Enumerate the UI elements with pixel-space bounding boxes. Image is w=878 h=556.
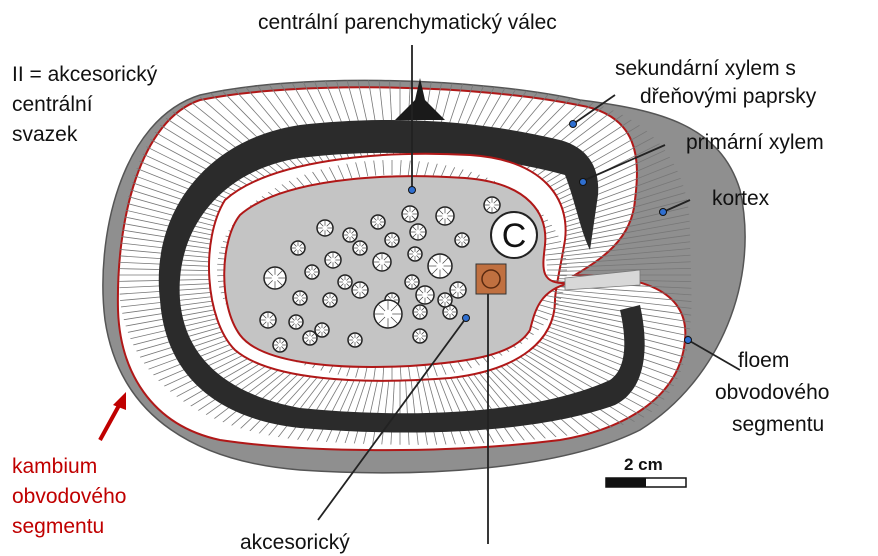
accessory-bundle <box>260 312 276 328</box>
scale-bar-fill <box>606 478 646 487</box>
accessory-bundle <box>273 338 287 352</box>
label-primary-xylem: primární xylem <box>686 130 824 156</box>
accessory-bundle <box>413 329 427 343</box>
accessory-bundle <box>408 247 422 261</box>
label-phloem-2: obvodového <box>715 380 829 406</box>
label-bottom-partial: akcesorický <box>240 530 350 556</box>
label-cambium-2: obvodového <box>12 484 126 510</box>
accessory-bundle <box>438 293 452 307</box>
accessory-bundle <box>305 265 319 279</box>
accessory-bundle <box>373 253 391 271</box>
label-accessory-bundle-3: svazek <box>12 122 77 148</box>
accessory-bundle <box>450 282 466 298</box>
label-central-cylinder: centrální parenchymatický válec <box>258 10 557 36</box>
accessory-bundle <box>317 220 333 236</box>
accessory-bundle <box>484 197 500 213</box>
label-phloem-3: segmentu <box>732 412 824 438</box>
highlight-marker <box>476 264 506 294</box>
accessory-bundle <box>293 291 307 305</box>
accessory-bundle <box>343 228 357 242</box>
label-accessory-bundle-1: II = akcesorický <box>12 62 157 88</box>
label-accessory-bundle-2: centrální <box>12 92 93 118</box>
cambium-arrow-head <box>113 392 126 410</box>
accessory-bundle <box>416 286 434 304</box>
accessory-bundle <box>352 282 368 298</box>
scale-bar-label: 2 cm <box>624 455 663 475</box>
label-cambium-3: segmentu <box>12 514 104 540</box>
label-secondary-xylem-1: sekundární xylem s <box>615 56 796 82</box>
accessory-bundle <box>348 333 362 347</box>
accessory-bundle <box>289 315 303 329</box>
accessory-bundle <box>338 275 352 289</box>
accessory-bundle <box>325 252 341 268</box>
accessory-bundle <box>264 267 286 289</box>
label-cambium-1: kambium <box>12 454 97 480</box>
label-cortex: kortex <box>712 186 769 212</box>
accessory-bundle <box>385 233 399 247</box>
accessory-bundle <box>291 241 305 255</box>
accessory-bundle <box>402 206 418 222</box>
accessory-bundle <box>436 207 454 225</box>
accessory-bundle <box>371 215 385 229</box>
accessory-bundle <box>413 305 427 319</box>
accessory-bundle <box>405 275 419 289</box>
accessory-bundle <box>455 233 469 247</box>
label-secondary-xylem-2: dřeňovými paprsky <box>640 84 816 110</box>
accessory-bundle <box>353 241 367 255</box>
accessory-bundle <box>303 331 317 345</box>
label-phloem-1: floem <box>738 348 789 374</box>
accessory-bundle <box>374 300 402 328</box>
accessory-bundle <box>428 254 452 278</box>
accessory-bundle <box>410 224 426 240</box>
panel-letter: C <box>502 217 527 255</box>
accessory-bundle <box>323 293 337 307</box>
diagram-stage: C centrální parenchymatický válec II = a… <box>0 0 878 544</box>
